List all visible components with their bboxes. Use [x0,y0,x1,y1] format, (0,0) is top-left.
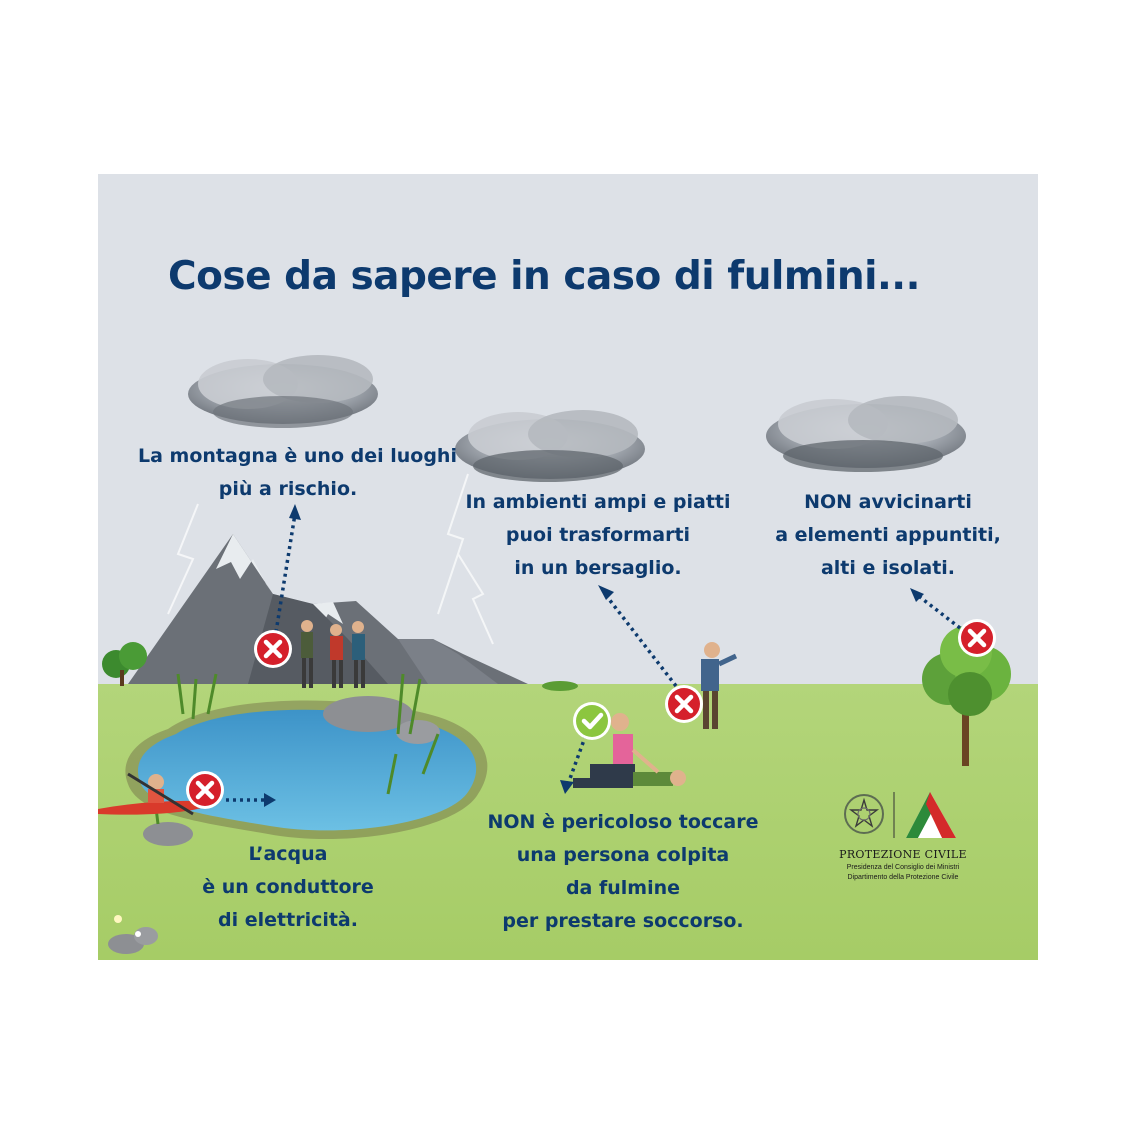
cloud-icon [766,396,966,472]
scene-illustration [98,355,1038,960]
caption-rescue: NON è pericoloso toccare una persona col… [487,811,759,932]
lightning-bolts [167,473,494,645]
rescue-people [573,713,686,788]
cross-badge-icon [254,630,292,668]
protezione-civile-logo: PROTEZIONE CIVILE Presidenza del Consigl… [838,786,968,886]
logo-name: PROTEZIONE CIVILE [839,848,967,861]
cross-badge-icon [186,771,224,809]
small-bushes [542,681,578,691]
poster: Cose da sapere in caso di fulmini... La … [98,174,1038,960]
protezione-civile-logo-icon [906,792,956,838]
cloud-icon [188,355,378,428]
caption-mountain: La montagna è uno dei luoghi più a risch… [138,445,457,500]
kayak [98,772,218,816]
emblem-icon [844,792,956,838]
standing-man [701,642,738,729]
hikers [301,620,365,688]
cloud-icon [455,410,645,482]
page-title: Cose da sapere in caso di fulmini... [168,254,920,299]
caption-water: L’acqua è un conduttore di elettricità. [202,843,374,931]
logo-line1: Presidenza del Consiglio dei Ministri [846,864,960,871]
logo-line2: Dipartimento della Protezione Civile [847,874,959,881]
arrow-heads [264,504,924,807]
check-badge-icon [573,702,611,740]
caption-pointed-elements: NON avvicinarti a elementi appuntiti, al… [775,491,1001,579]
rocks-flowers [108,915,158,954]
caption-open-areas: In ambienti ampi e piatti puoi trasforma… [465,491,731,579]
cross-badge-icon [958,619,996,657]
bush-left [102,642,147,686]
cross-badge-icon [665,685,703,723]
